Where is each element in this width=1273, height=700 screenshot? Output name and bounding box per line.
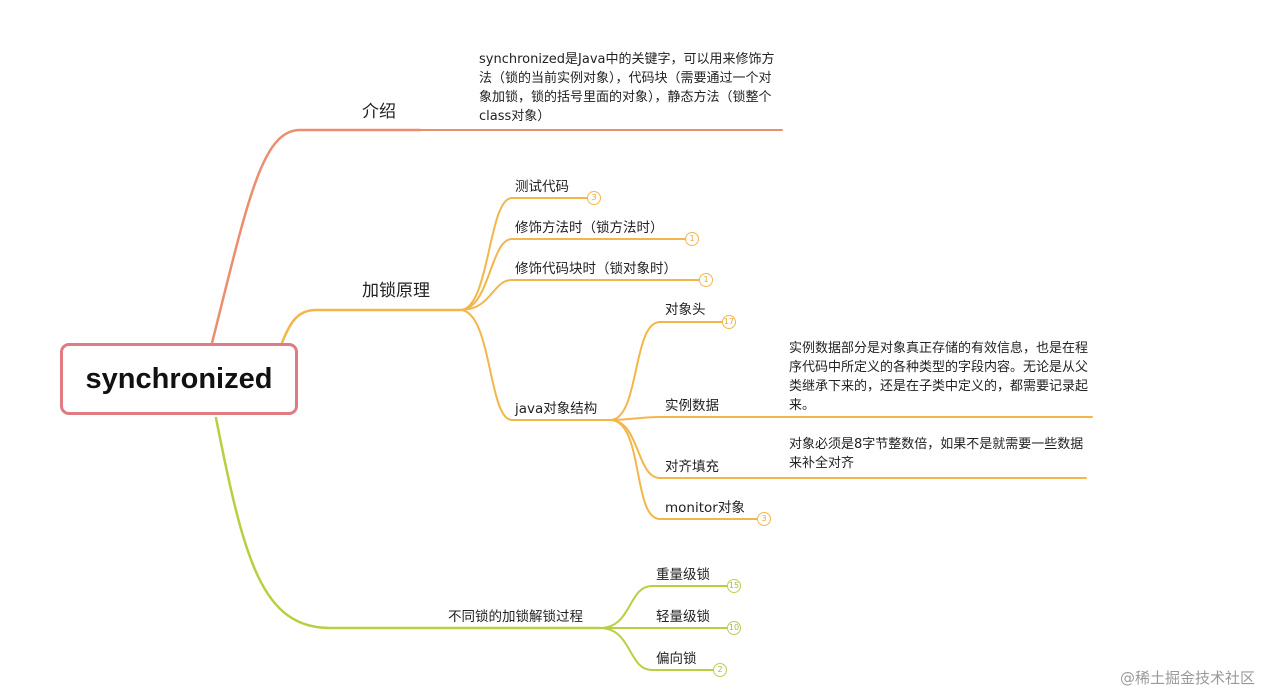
node-biased-lock[interactable]: 偏向锁 (656, 651, 697, 667)
node-lock-process[interactable]: 不同锁的加锁解锁过程 (448, 609, 583, 625)
note-intro: synchronized是Java中的关键字，可以用来修饰方法（锁的当前实例对象… (479, 52, 775, 124)
branch-object-structure (459, 309, 611, 421)
node-intro[interactable]: 介绍 (362, 102, 396, 122)
branch-instance-data (609, 416, 1093, 421)
watermark: @稀土掘金技术社区 (1119, 669, 1255, 687)
branch-monitor (609, 419, 758, 520)
branch-lock-principle (280, 308, 462, 345)
node-heavy-lock-count-badge[interactable]: 15 (727, 579, 741, 593)
node-object-structure[interactable]: java对象结构 (515, 401, 598, 417)
node-test-code[interactable]: 测试代码 (515, 179, 569, 195)
branch-lock-process (214, 416, 602, 630)
node-lock-principle[interactable]: 加锁原理 (362, 281, 430, 301)
root-node[interactable]: synchronized (60, 343, 298, 415)
branch-method (459, 238, 687, 311)
node-light-lock-count-badge[interactable]: 10 (727, 621, 741, 635)
node-block-count-badge[interactable]: 1 (699, 273, 713, 287)
node-object-header[interactable]: 对象头 (665, 302, 706, 318)
branch-block (459, 279, 701, 311)
branch-intro (210, 128, 422, 345)
node-monitor[interactable]: monitor对象 (665, 500, 745, 516)
node-method[interactable]: 修饰方法时（锁方法时） (515, 220, 664, 236)
node-instance-data[interactable]: 实例数据 (665, 398, 719, 414)
note-instance-data: 实例数据部分是对象真正存储的有效信息，也是在程序代码中所定义的各种类型的字段内容… (789, 341, 1089, 413)
node-test-code-count-badge[interactable]: 3 (587, 191, 601, 205)
node-light-lock[interactable]: 轻量级锁 (656, 609, 710, 625)
branch-header (609, 321, 723, 421)
node-monitor-count-badge[interactable]: 3 (757, 512, 771, 526)
node-method-count-badge[interactable]: 1 (685, 232, 699, 246)
node-padding[interactable]: 对齐填充 (665, 459, 719, 475)
node-heavy-lock[interactable]: 重量级锁 (656, 567, 710, 583)
branch-heavy (599, 585, 729, 629)
node-biased-lock-count-badge[interactable]: 2 (713, 663, 727, 677)
node-block[interactable]: 修饰代码块时（锁对象时） (515, 261, 677, 277)
node-object-header-count-badge[interactable]: 17 (722, 315, 736, 329)
branch-test-code (459, 197, 591, 311)
note-padding: 对象必须是8字节整数倍，如果不是就需要一些数据来补全对齐 (789, 437, 1084, 471)
branch-biased (599, 627, 715, 671)
